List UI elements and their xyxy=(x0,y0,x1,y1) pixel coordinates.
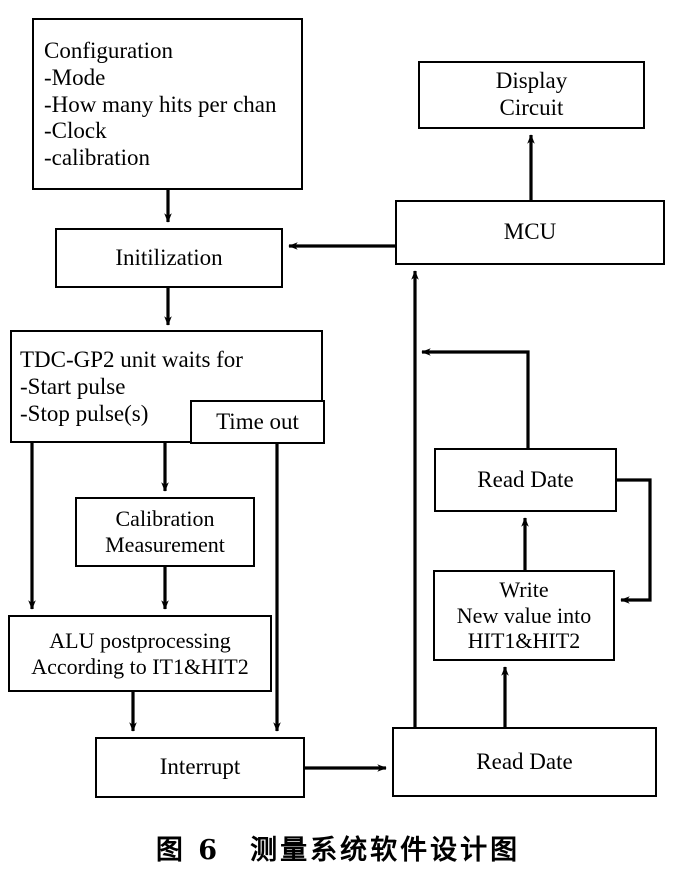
node-tdc-gp2[interactable]: TDC-GP2 unit waits for -Start pulse -Sto… xyxy=(10,330,323,443)
node-configuration-line-1: Configuration xyxy=(44,38,174,64)
node-tdc-gp2-line-2: -Start pulse xyxy=(20,374,126,400)
node-alu-postprocessing[interactable]: ALU postprocessing According to IT1&HIT2 xyxy=(8,615,272,692)
node-calibration-measurement[interactable]: Calibration Measurement xyxy=(75,497,255,567)
node-read-date-upper[interactable]: Read Date xyxy=(434,448,617,512)
node-alu-postprocessing-line-1: ALU postprocessing xyxy=(49,627,231,653)
node-time-out[interactable]: Time out xyxy=(190,400,325,444)
node-display-circuit-line-2: Circuit xyxy=(499,95,564,120)
edge-read-date-upper-to-mcu-riser xyxy=(421,348,530,448)
node-calibration-measurement-line-2: Measurement xyxy=(105,532,225,557)
node-alu-postprocessing-line-2: According to IT1&HIT2 xyxy=(31,653,249,679)
node-read-date-lower[interactable]: Read Date xyxy=(392,727,657,797)
node-configuration-line-2: -Mode xyxy=(44,64,106,90)
node-calibration-measurement-line-1: Calibration xyxy=(115,506,215,532)
node-interrupt-label: Interrupt xyxy=(159,754,241,780)
node-configuration[interactable]: Configuration -Mode -How many hits per c… xyxy=(32,18,303,190)
node-initilization-label: Initilization xyxy=(115,244,223,270)
node-interrupt[interactable]: Interrupt xyxy=(95,737,305,798)
node-time-out-label: Time out xyxy=(216,408,299,434)
node-write-new-value[interactable]: Write New value into HIT1&HIT2 xyxy=(433,570,615,661)
edge-read-date-upper-loop-to-write xyxy=(617,478,652,604)
node-mcu-label: MCU xyxy=(503,219,557,245)
node-configuration-line-5: -calibration xyxy=(44,145,151,170)
node-write-new-value-line-2: New value into xyxy=(456,602,592,628)
node-tdc-gp2-line-1: TDC-GP2 unit waits for xyxy=(20,347,243,373)
node-write-new-value-line-3: HIT1&HIT2 xyxy=(467,628,581,654)
figure-caption: 图 6 测量系统软件设计图 xyxy=(155,835,521,866)
node-read-date-lower-label: Read Date xyxy=(476,748,573,774)
node-configuration-line-4: -Clock xyxy=(44,118,107,144)
node-write-new-value-line-1: Write xyxy=(499,577,549,603)
node-tdc-gp2-line-3: -Stop pulse(s) xyxy=(20,400,149,426)
node-mcu[interactable]: MCU xyxy=(395,200,665,265)
node-read-date-upper-label: Read Date xyxy=(477,466,574,492)
node-display-circuit-line-1: Display xyxy=(495,68,568,94)
node-initilization[interactable]: Initilization xyxy=(55,228,283,288)
node-configuration-line-3: -How many hits per chan xyxy=(44,91,277,117)
node-display-circuit[interactable]: Display Circuit xyxy=(418,61,645,129)
